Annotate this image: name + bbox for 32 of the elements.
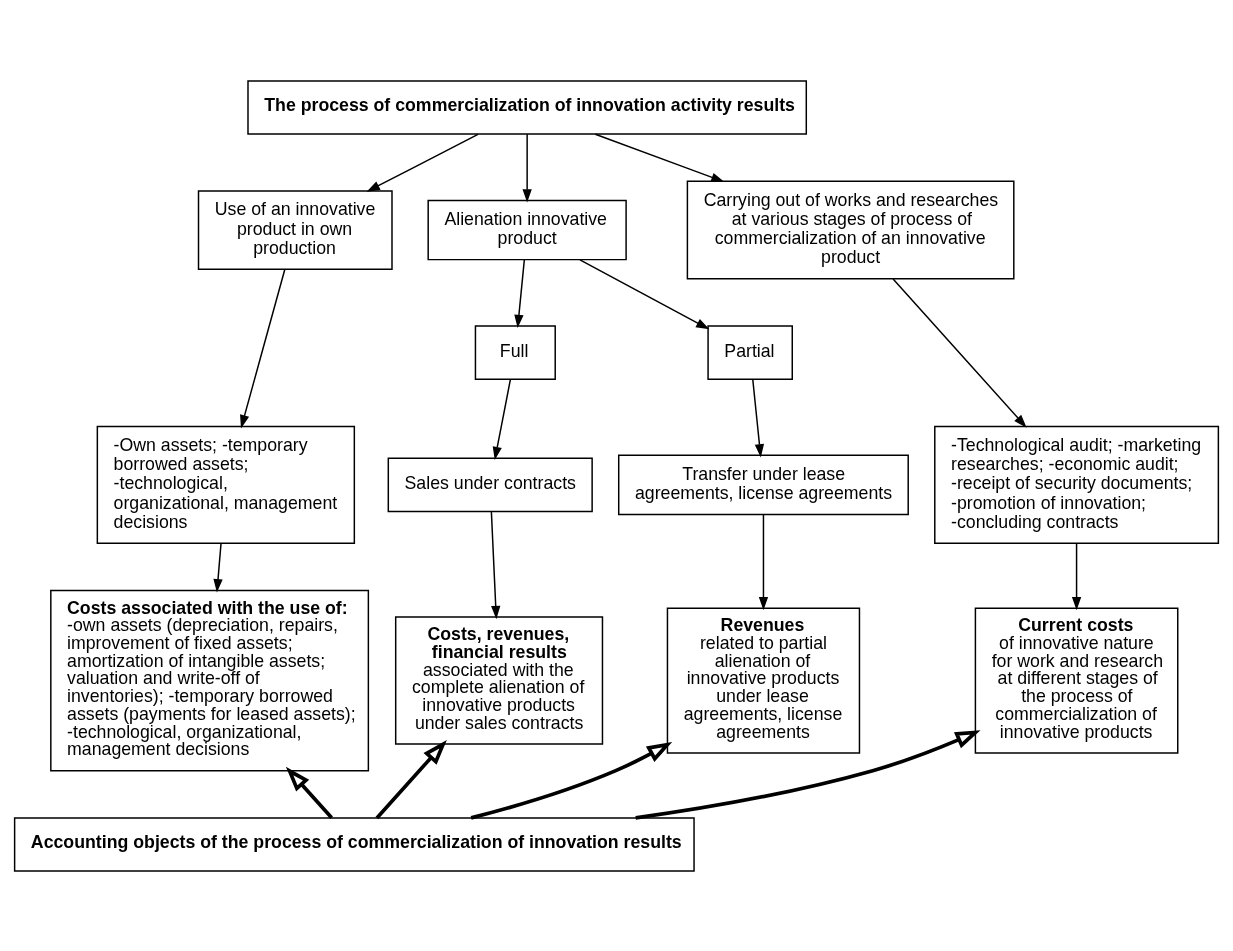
arrow [522,133,532,203]
node-box: Accounting objects of the process of commercialization of innovation results [13,816,695,872]
arrow [892,277,1027,428]
node-box: Costs associated with the use of: -own assets (depreciation, repairs, improvement of fixed assets; amortization of intangible assets; valuation and write-off of inventories); -temporary borrowed assets (payments for leased assets); -technological, organizational, management decisions [50,589,370,771]
arrow [490,510,501,619]
node-box: Use of an innovative product in own production [197,189,393,270]
arrow [635,729,981,820]
node-box: Costs, revenues, financial results associated with the complete alienation of innovative products under sales contracts [394,615,604,745]
node-box: Full [474,324,556,380]
arrow [1071,542,1082,610]
node-box: Alienation innovative product [427,199,627,260]
arrow [594,132,725,182]
arrow [470,741,673,820]
node-box: -Technological audit; -marketing researches; -economic audit; -receipt of security documents; -promotion of innovation; -concluding contracts [934,425,1220,544]
arrow [514,258,526,328]
node-box: Revenues related to partial alienation of innovative products under lease agreements, license agreements [666,606,861,754]
node-box: Transfer under lease agreements, license agreements [618,454,909,515]
arrow [375,739,447,819]
node-box: The process of commercialization of innovation activity results [247,79,808,135]
arrow [213,542,223,592]
node-box: Carrying out of works and researches at various stages of process of commercialization of an innovative product [686,180,1015,280]
arrow [366,133,479,192]
arrow [579,258,710,329]
arrow [240,268,286,428]
arrow [752,378,765,457]
arrow [492,378,512,460]
node-box: Sales under contracts [387,457,593,512]
arrow [758,513,769,610]
node-box: Current costs of innovative nature for work and research at different stages of the process of commercialization of innovative products [974,606,1179,754]
node-box: -Own assets; -temporary borrowed assets; -technological, organizational, management decisions [96,425,356,544]
node-box: Partial [707,324,793,380]
arrow [285,766,333,819]
